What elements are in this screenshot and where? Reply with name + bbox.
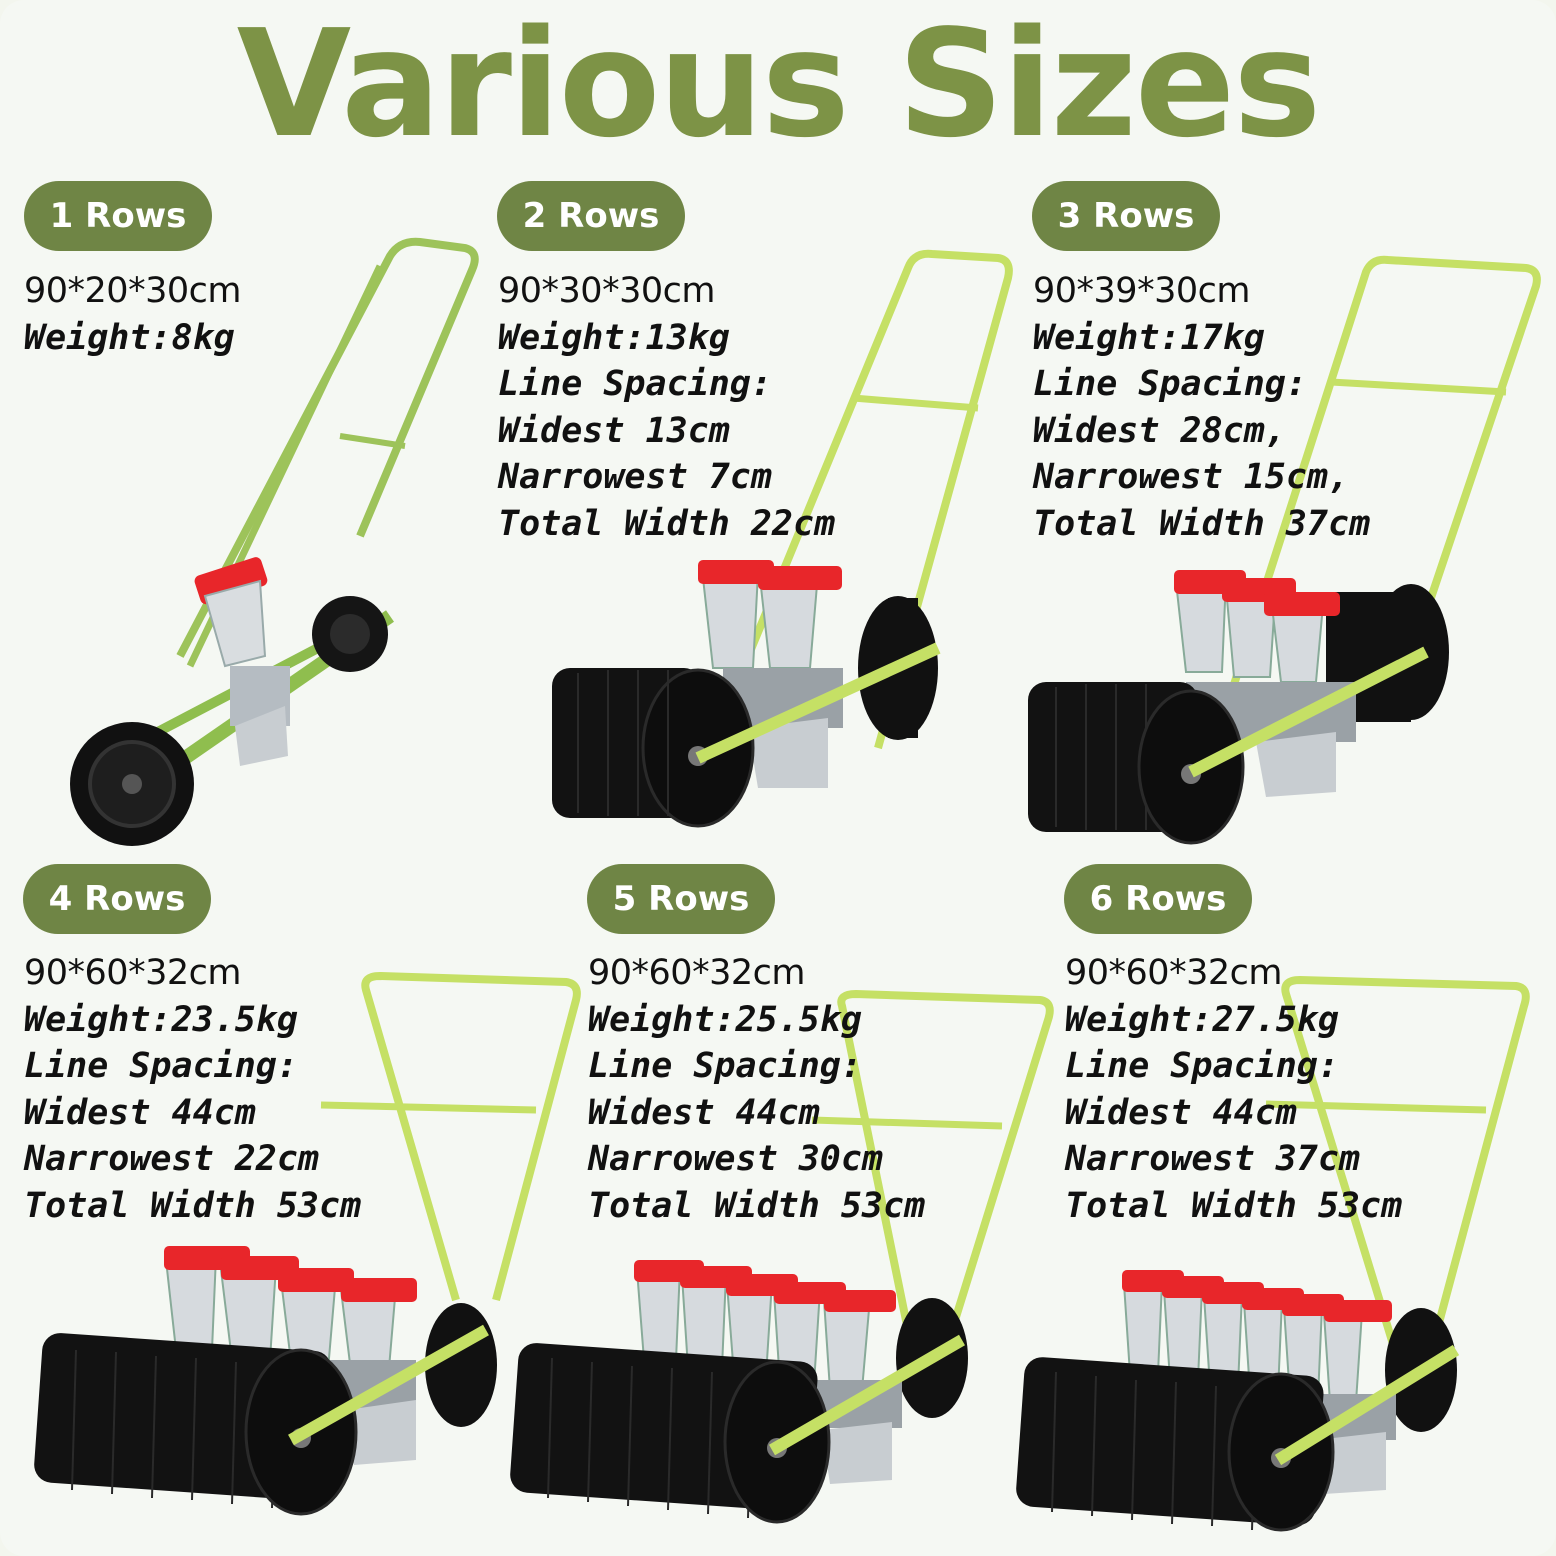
spec-list: 90*60*32cm Weight:25.5kg Line Spacing: W…	[588, 950, 925, 1229]
total-width-text: Total Width 53cm	[24, 1185, 362, 1226]
dimensions-text: 90*60*32cm	[1065, 953, 1282, 993]
widest-text: Widest 44cm	[1065, 1092, 1297, 1133]
seeder-machine-image	[1028, 255, 1541, 845]
seeder-machine-image	[34, 971, 581, 1516]
narrowest-text: Narrowest 15cm,	[1033, 457, 1350, 497]
rows-badge: 6 Rows	[1064, 864, 1252, 934]
widest-text: Widest 13cm	[498, 410, 730, 451]
line-spacing-label: Line Spacing:	[1065, 1046, 1339, 1086]
line-spacing-label: Line Spacing:	[24, 1046, 298, 1086]
narrowest-text: Narrowest 7cm	[498, 457, 772, 497]
widest-text: Widest 28cm,	[1033, 410, 1286, 451]
line-spacing-label: Line Spacing:	[498, 364, 772, 404]
weight-text: Weight:13kg	[498, 317, 730, 358]
dimensions-text: 90*60*32cm	[24, 953, 241, 993]
rows-badge: 5 Rows	[587, 864, 775, 934]
total-width-text: Total Width 53cm	[1065, 1185, 1403, 1226]
seeder-machine-image	[1016, 975, 1530, 1532]
line-spacing-label: Line Spacing:	[1033, 364, 1307, 404]
line-spacing-label: Line Spacing:	[588, 1046, 862, 1086]
spec-list: 90*60*32cm Weight:23.5kg Line Spacing: W…	[24, 950, 361, 1229]
page-title: Various Sizes	[236, 0, 1322, 170]
weight-text: Weight:27.5kg	[1065, 999, 1339, 1040]
dimensions-text: 90*30*30cm	[498, 271, 715, 311]
spec-list: 90*60*32cm Weight:27.5kg Line Spacing: W…	[1065, 950, 1402, 1229]
rows-badge: 1 Rows	[24, 181, 212, 251]
seeder-machine-image	[70, 237, 479, 846]
dimensions-text: 90*20*30cm	[24, 271, 241, 311]
rows-badge: 3 Rows	[1032, 181, 1220, 251]
dimensions-text: 90*60*32cm	[588, 953, 805, 993]
rows-badge: 4 Rows	[23, 864, 211, 934]
weight-text: Weight:23.5kg	[24, 999, 298, 1040]
narrowest-text: Narrowest 30cm	[588, 1139, 884, 1179]
seeder-machine-image	[510, 989, 1054, 1524]
narrowest-text: Narrowest 37cm	[1065, 1139, 1361, 1179]
total-width-text: Total Width 37cm	[1033, 503, 1371, 544]
weight-text: Weight:8kg	[24, 317, 235, 358]
widest-text: Widest 44cm	[24, 1092, 256, 1133]
widest-text: Widest 44cm	[588, 1092, 820, 1133]
seeder-machine-image	[552, 249, 1013, 828]
weight-text: Weight:25.5kg	[588, 999, 862, 1040]
dimensions-text: 90*39*30cm	[1033, 271, 1250, 311]
total-width-text: Total Width 53cm	[588, 1185, 926, 1226]
total-width-text: Total Width 22cm	[498, 503, 836, 544]
rows-badge: 2 Rows	[497, 181, 685, 251]
spec-list: 90*30*30cm Weight:13kg Line Spacing: Wid…	[498, 268, 835, 547]
spec-list: 90*39*30cm Weight:17kg Line Spacing: Wid…	[1033, 268, 1370, 547]
weight-text: Weight:17kg	[1033, 317, 1265, 358]
spec-list: 90*20*30cm Weight:8kg	[24, 268, 241, 361]
narrowest-text: Narrowest 22cm	[24, 1139, 320, 1179]
